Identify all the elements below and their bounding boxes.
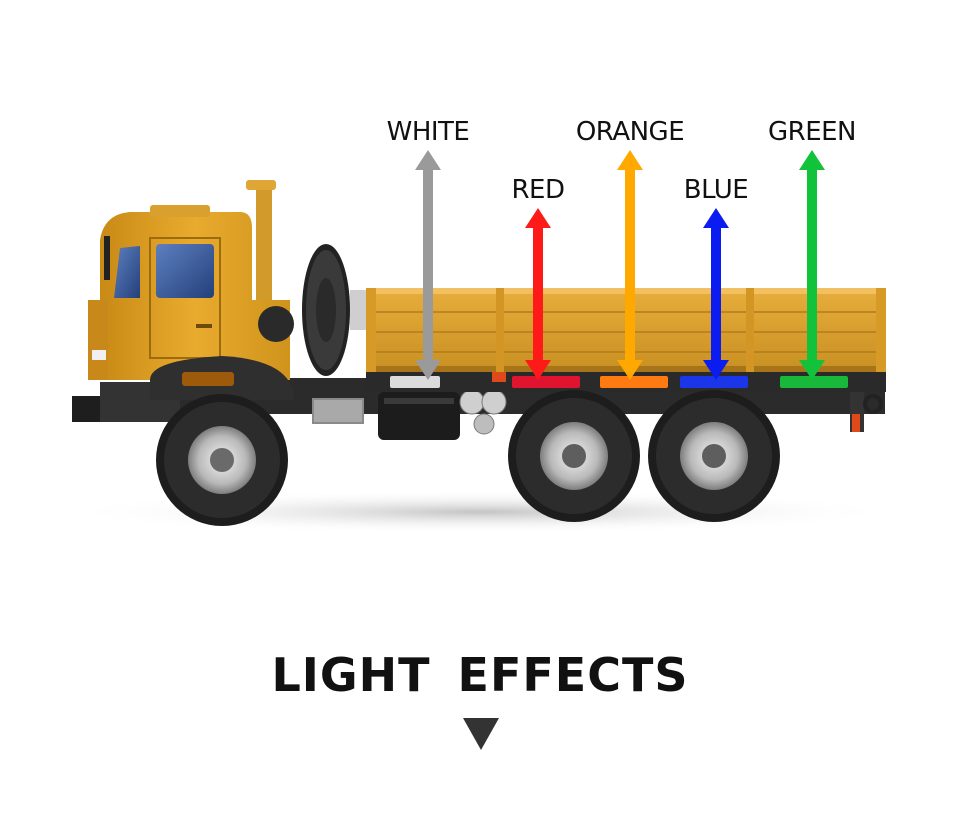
orange-light-strip: [600, 376, 668, 388]
white-arrow-up-icon: [415, 150, 441, 170]
orange-label: ORANGE: [576, 117, 684, 147]
front-wheel: [156, 394, 288, 526]
green-light-strip: [780, 376, 848, 388]
green-arrow-down-icon: [799, 360, 825, 380]
white-light-strip: [390, 376, 440, 388]
orange-arrow-up-icon: [617, 150, 643, 170]
blue-arrow-down-icon: [703, 360, 729, 380]
blue-arrow-shaft: [711, 224, 721, 364]
blue-label: BLUE: [684, 175, 749, 205]
blue-arrow-up-icon: [703, 208, 729, 228]
red-light-strip: [512, 376, 580, 388]
truck-cab: [88, 205, 294, 400]
orange-arrow-down-icon: [617, 360, 643, 380]
white-label: WHITE: [387, 117, 470, 147]
red-label: RED: [511, 175, 564, 205]
white-arrow-down-icon: [415, 360, 441, 380]
blue-light-strip: [680, 376, 748, 388]
light-strips: [390, 376, 848, 388]
orange-arrow-shaft: [625, 166, 635, 364]
red-arrow-up-icon: [525, 208, 551, 228]
red-arrow-down-icon: [525, 360, 551, 380]
red-arrow-shaft: [533, 224, 543, 364]
spare-wheel: [258, 244, 366, 376]
exhaust-stack: [246, 180, 276, 306]
light-effects-title: LIGHT EFFECTS: [271, 648, 689, 702]
rear-wheel-2: [648, 390, 780, 522]
green-label: GREEN: [768, 117, 856, 147]
white-arrow-shaft: [423, 166, 433, 364]
chevron-down-icon: [463, 718, 499, 750]
green-arrow-shaft: [807, 166, 817, 364]
rear-wheel-1: [508, 390, 640, 522]
green-arrow-up-icon: [799, 150, 825, 170]
